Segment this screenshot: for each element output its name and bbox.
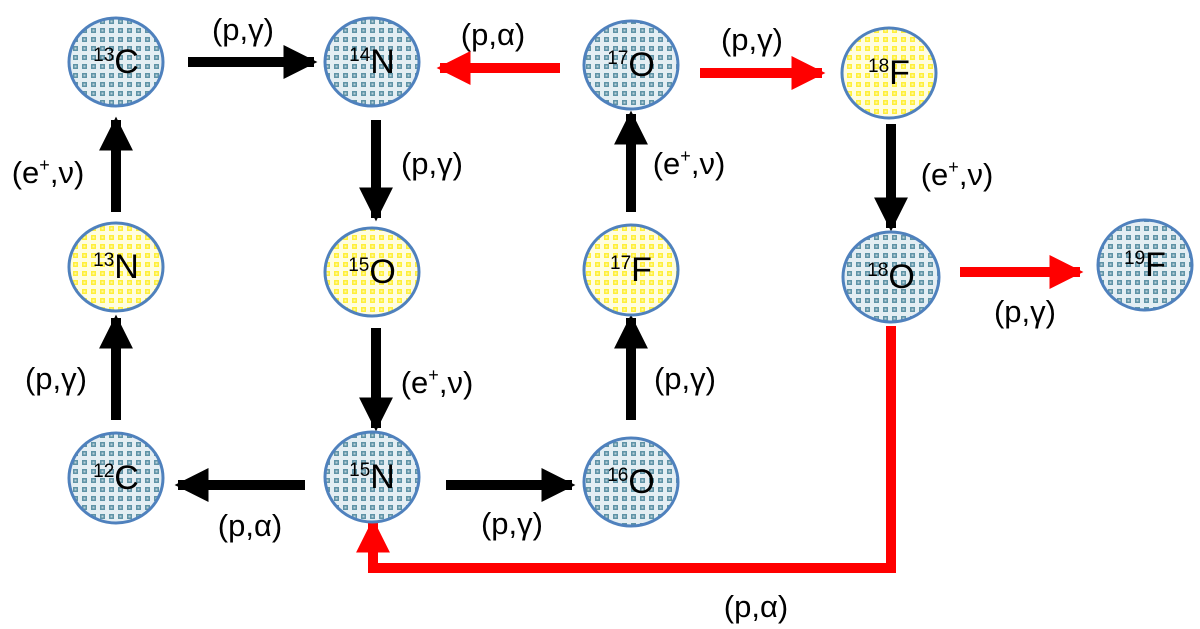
nuclide-label: 17O	[607, 46, 655, 84]
mass-number: 17	[610, 253, 631, 274]
reaction-label-n15-o16: (p,γ)	[481, 506, 543, 541]
nuclide-label: 14N	[349, 43, 395, 81]
reaction-label-c13-n14: (p,γ)	[212, 12, 274, 47]
element-symbol: N	[114, 248, 139, 286]
element-symbol: O	[628, 46, 654, 84]
nuclide-f17: 17F	[582, 223, 680, 317]
nuclide-label: 13C	[93, 43, 139, 81]
element-symbol: N	[370, 43, 395, 81]
mass-number: 19	[1124, 248, 1145, 269]
nuclide-n14: 14N	[323, 16, 421, 108]
mass-number: 12	[93, 461, 114, 482]
stable-nuclide-circle	[323, 430, 421, 524]
reaction-labels: (p,γ) (p,α) (p,γ) (e+,ν) (p,γ) (e+,ν) (e…	[12, 12, 1056, 624]
nuclide-label: 18O	[867, 258, 915, 296]
element-symbol: C	[114, 43, 139, 81]
mass-number: 15	[349, 460, 370, 481]
reaction-label-n14-o15: (p,γ)	[401, 146, 463, 181]
mass-number: 13	[93, 250, 114, 271]
reaction-label-n15-c12: (p,α)	[218, 508, 282, 543]
nuclide-o15: 15O	[323, 226, 421, 318]
nuclide-c12: 12C	[67, 431, 165, 525]
stable-nuclide-circle	[1096, 218, 1194, 312]
nuclide-label: 17F	[610, 251, 652, 289]
mass-number: 16	[607, 465, 628, 486]
nuclide-label: 15O	[348, 253, 396, 291]
nuclide-label: 19F	[1124, 246, 1166, 284]
element-symbol: F	[889, 54, 910, 92]
nuclide-label: 15N	[349, 458, 395, 496]
nuclide-n15: 15N	[323, 430, 421, 524]
reaction-label-f18-o18: (e+,ν)	[921, 157, 994, 192]
reaction-label-o18-n15: (p,α)	[724, 589, 788, 624]
unstable-nuclide-circle	[840, 26, 938, 120]
stable-nuclide-circle	[582, 436, 680, 528]
nuclide-label: 16O	[607, 463, 655, 501]
reaction-label-o15-n15: (e+,ν)	[401, 365, 474, 400]
mass-number: 18	[867, 260, 888, 281]
unstable-nuclide-circle	[323, 226, 421, 318]
nuclide-n13: 13N	[67, 221, 165, 313]
reaction-label-n13-c13: (e+,ν)	[12, 155, 85, 190]
element-symbol: N	[370, 458, 395, 496]
element-symbol: O	[888, 258, 914, 296]
arrow-o18-to-n15	[355, 326, 896, 573]
stable-nuclide-circle	[67, 431, 165, 525]
nuclide-o18: 18O	[841, 230, 941, 324]
reaction-label-c12-n13: (p,γ)	[25, 361, 87, 396]
mass-number: 13	[93, 45, 114, 66]
stable-nuclide-circle	[67, 16, 165, 108]
nuclide-label: 12C	[93, 459, 139, 497]
reaction-label-o16-f17: (p,γ)	[654, 361, 716, 396]
element-symbol: O	[369, 253, 395, 291]
reaction-label-o17-n14: (p,α)	[461, 17, 525, 52]
mass-number: 17	[607, 48, 628, 69]
element-symbol: O	[628, 463, 654, 501]
element-symbol: F	[631, 251, 652, 289]
reaction-label-f17-o17: (e+,ν)	[653, 146, 726, 181]
reaction-label-o18-f19: (p,γ)	[994, 294, 1056, 329]
nuclide-f18: 18F	[840, 26, 938, 120]
nuclide-label: 13N	[93, 248, 139, 286]
nuclide-c13: 13C	[67, 16, 165, 108]
unstable-nuclide-circle	[67, 221, 165, 313]
mass-number: 15	[348, 255, 369, 276]
nuclide-o17: 17O	[582, 19, 680, 111]
stable-nuclide-circle	[323, 16, 421, 108]
unstable-nuclide-circle	[582, 223, 680, 317]
reaction-label-o17-f18: (p,γ)	[721, 22, 783, 57]
nuclide-o16: 16O	[582, 436, 680, 528]
nuclide-label: 18F	[868, 54, 910, 92]
stable-nuclide-circle	[582, 19, 680, 111]
reaction-arrows	[98, 44, 1084, 573]
nuclide-f19: 19F	[1096, 218, 1194, 312]
element-symbol: F	[1145, 246, 1166, 284]
element-symbol: C	[114, 459, 139, 497]
mass-number: 14	[349, 45, 371, 66]
mass-number: 18	[868, 56, 889, 77]
stable-nuclide-circle	[841, 230, 941, 324]
